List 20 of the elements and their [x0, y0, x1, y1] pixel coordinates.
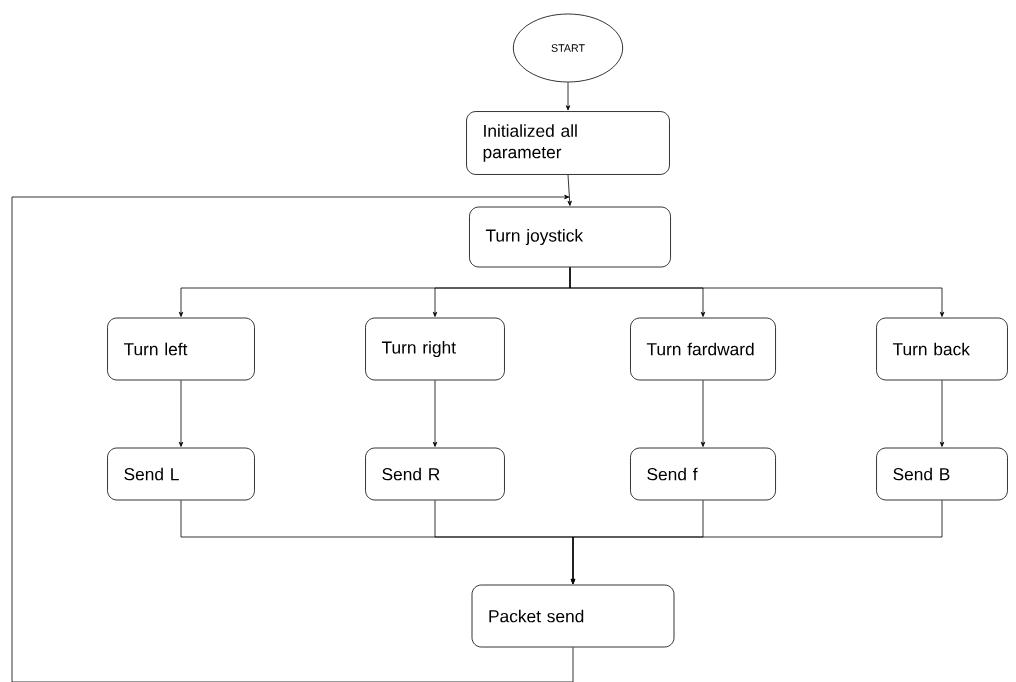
- arrow: [565, 82, 571, 111]
- process-box: Send B: [876, 447, 1008, 501]
- process-box: Packet send: [471, 584, 675, 648]
- process-box: Turn fardward: [630, 317, 776, 381]
- process-box: Turn joystick: [469, 206, 671, 268]
- arrow: [569, 267, 945, 317]
- arrow: [700, 380, 706, 447]
- process-box: Send L: [107, 447, 255, 501]
- arrow: [939, 380, 945, 447]
- arrow: [567, 174, 572, 206]
- process-box: Send R: [365, 447, 505, 501]
- process-box: Initialized all parameter: [466, 111, 670, 175]
- process-box: Turn back: [876, 317, 1008, 381]
- process-box: Turn left: [107, 317, 255, 381]
- process-box: Send f: [630, 447, 776, 501]
- process-box: Turn right: [365, 317, 505, 381]
- arrow: [178, 380, 184, 447]
- arrow: [11, 194, 574, 682]
- arrow: [570, 500, 943, 584]
- arrow: [432, 380, 438, 447]
